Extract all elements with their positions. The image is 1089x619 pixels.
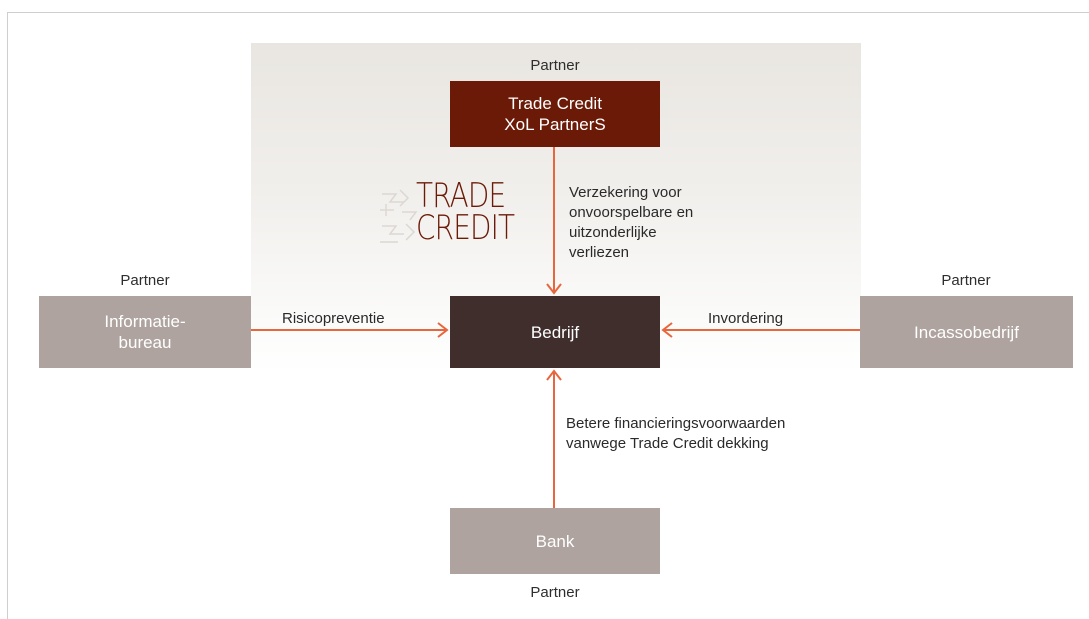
trade-credit-emblem-icon [380,189,418,243]
partner-label-top: Partner [530,57,580,74]
partner-label-right: Partner [941,272,991,289]
logo-line-2: CREDIT [416,208,515,248]
arrowhead-bottom [546,369,562,381]
arrowhead-right [661,322,673,338]
node-informatiebureau: Informatie- bureau [39,296,251,368]
arrowhead-top [546,283,562,295]
node-incassobedrijf: Incassobedrijf [860,296,1073,368]
logo-line-1: TRADE [416,176,506,216]
node-label-center: Bedrijf [530,322,580,342]
partner-label-left: Partner [120,272,170,289]
partner-label-bottom: Partner [530,584,580,601]
logo-wordmark: TRADE CREDIT [416,176,515,248]
edge-label-financiering: Betere financieringsvoorwaarden vanwege … [566,415,786,452]
node-label-top: Trade Credit XoL PartnerS [504,94,606,134]
node-bedrijf: Bedrijf [450,296,660,368]
node-label-bottom: Bank [535,531,575,551]
edge-label-verzekering: Verzekering voor onvoorspelbare en uitzo… [569,184,694,261]
trade-credit-logo: TRADE CREDIT [376,176,536,250]
diagram-frame [7,12,1089,619]
edge-label-invordering: Invordering [708,310,784,327]
node-label-left: Informatie- bureau [104,312,186,352]
node-bank: Bank [450,508,660,574]
node-trade-credit-xol-partners: Trade Credit XoL PartnerS [450,81,660,147]
arrowhead-left [437,322,449,338]
node-label-right: Incassobedrijf [914,322,1019,342]
edge-label-risicopreventie: Risicopreventie [282,310,385,327]
